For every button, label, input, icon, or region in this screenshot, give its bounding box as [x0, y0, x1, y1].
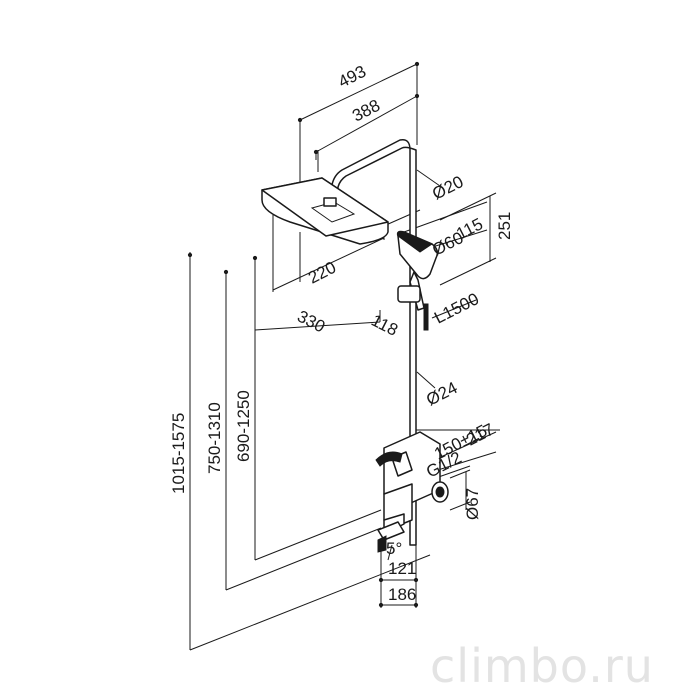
dim-diameter-67: Ø67: [463, 488, 482, 520]
dim-493: 493: [335, 62, 369, 92]
dim-690-1250: 690-1250: [234, 390, 253, 462]
extension-lines: [189, 62, 500, 650]
mixer-tap: [375, 431, 449, 553]
dimension-arrows: [187, 61, 420, 608]
dim-diameter-20: Ø20: [429, 172, 466, 204]
dim-330: 330: [294, 307, 328, 337]
dim-1015-1575: 1015-1575: [169, 413, 188, 494]
dim-186: 186: [388, 585, 416, 604]
dim-220: 220: [305, 258, 339, 288]
rain-shower-head: [261, 177, 389, 245]
hand-shower: [396, 230, 439, 331]
dim-251: 251: [495, 212, 514, 240]
dimension-lines: [189, 63, 497, 651]
dim-5-degrees: 5°: [386, 539, 402, 558]
dim-118: 118: [368, 311, 401, 340]
watermark-text: climbo.ru: [430, 639, 654, 693]
dim-750-1310: 750-1310: [205, 402, 224, 474]
dim-L1500: L1500: [431, 289, 482, 327]
dim-388: 388: [349, 96, 383, 126]
dim-121: 121: [388, 559, 416, 578]
